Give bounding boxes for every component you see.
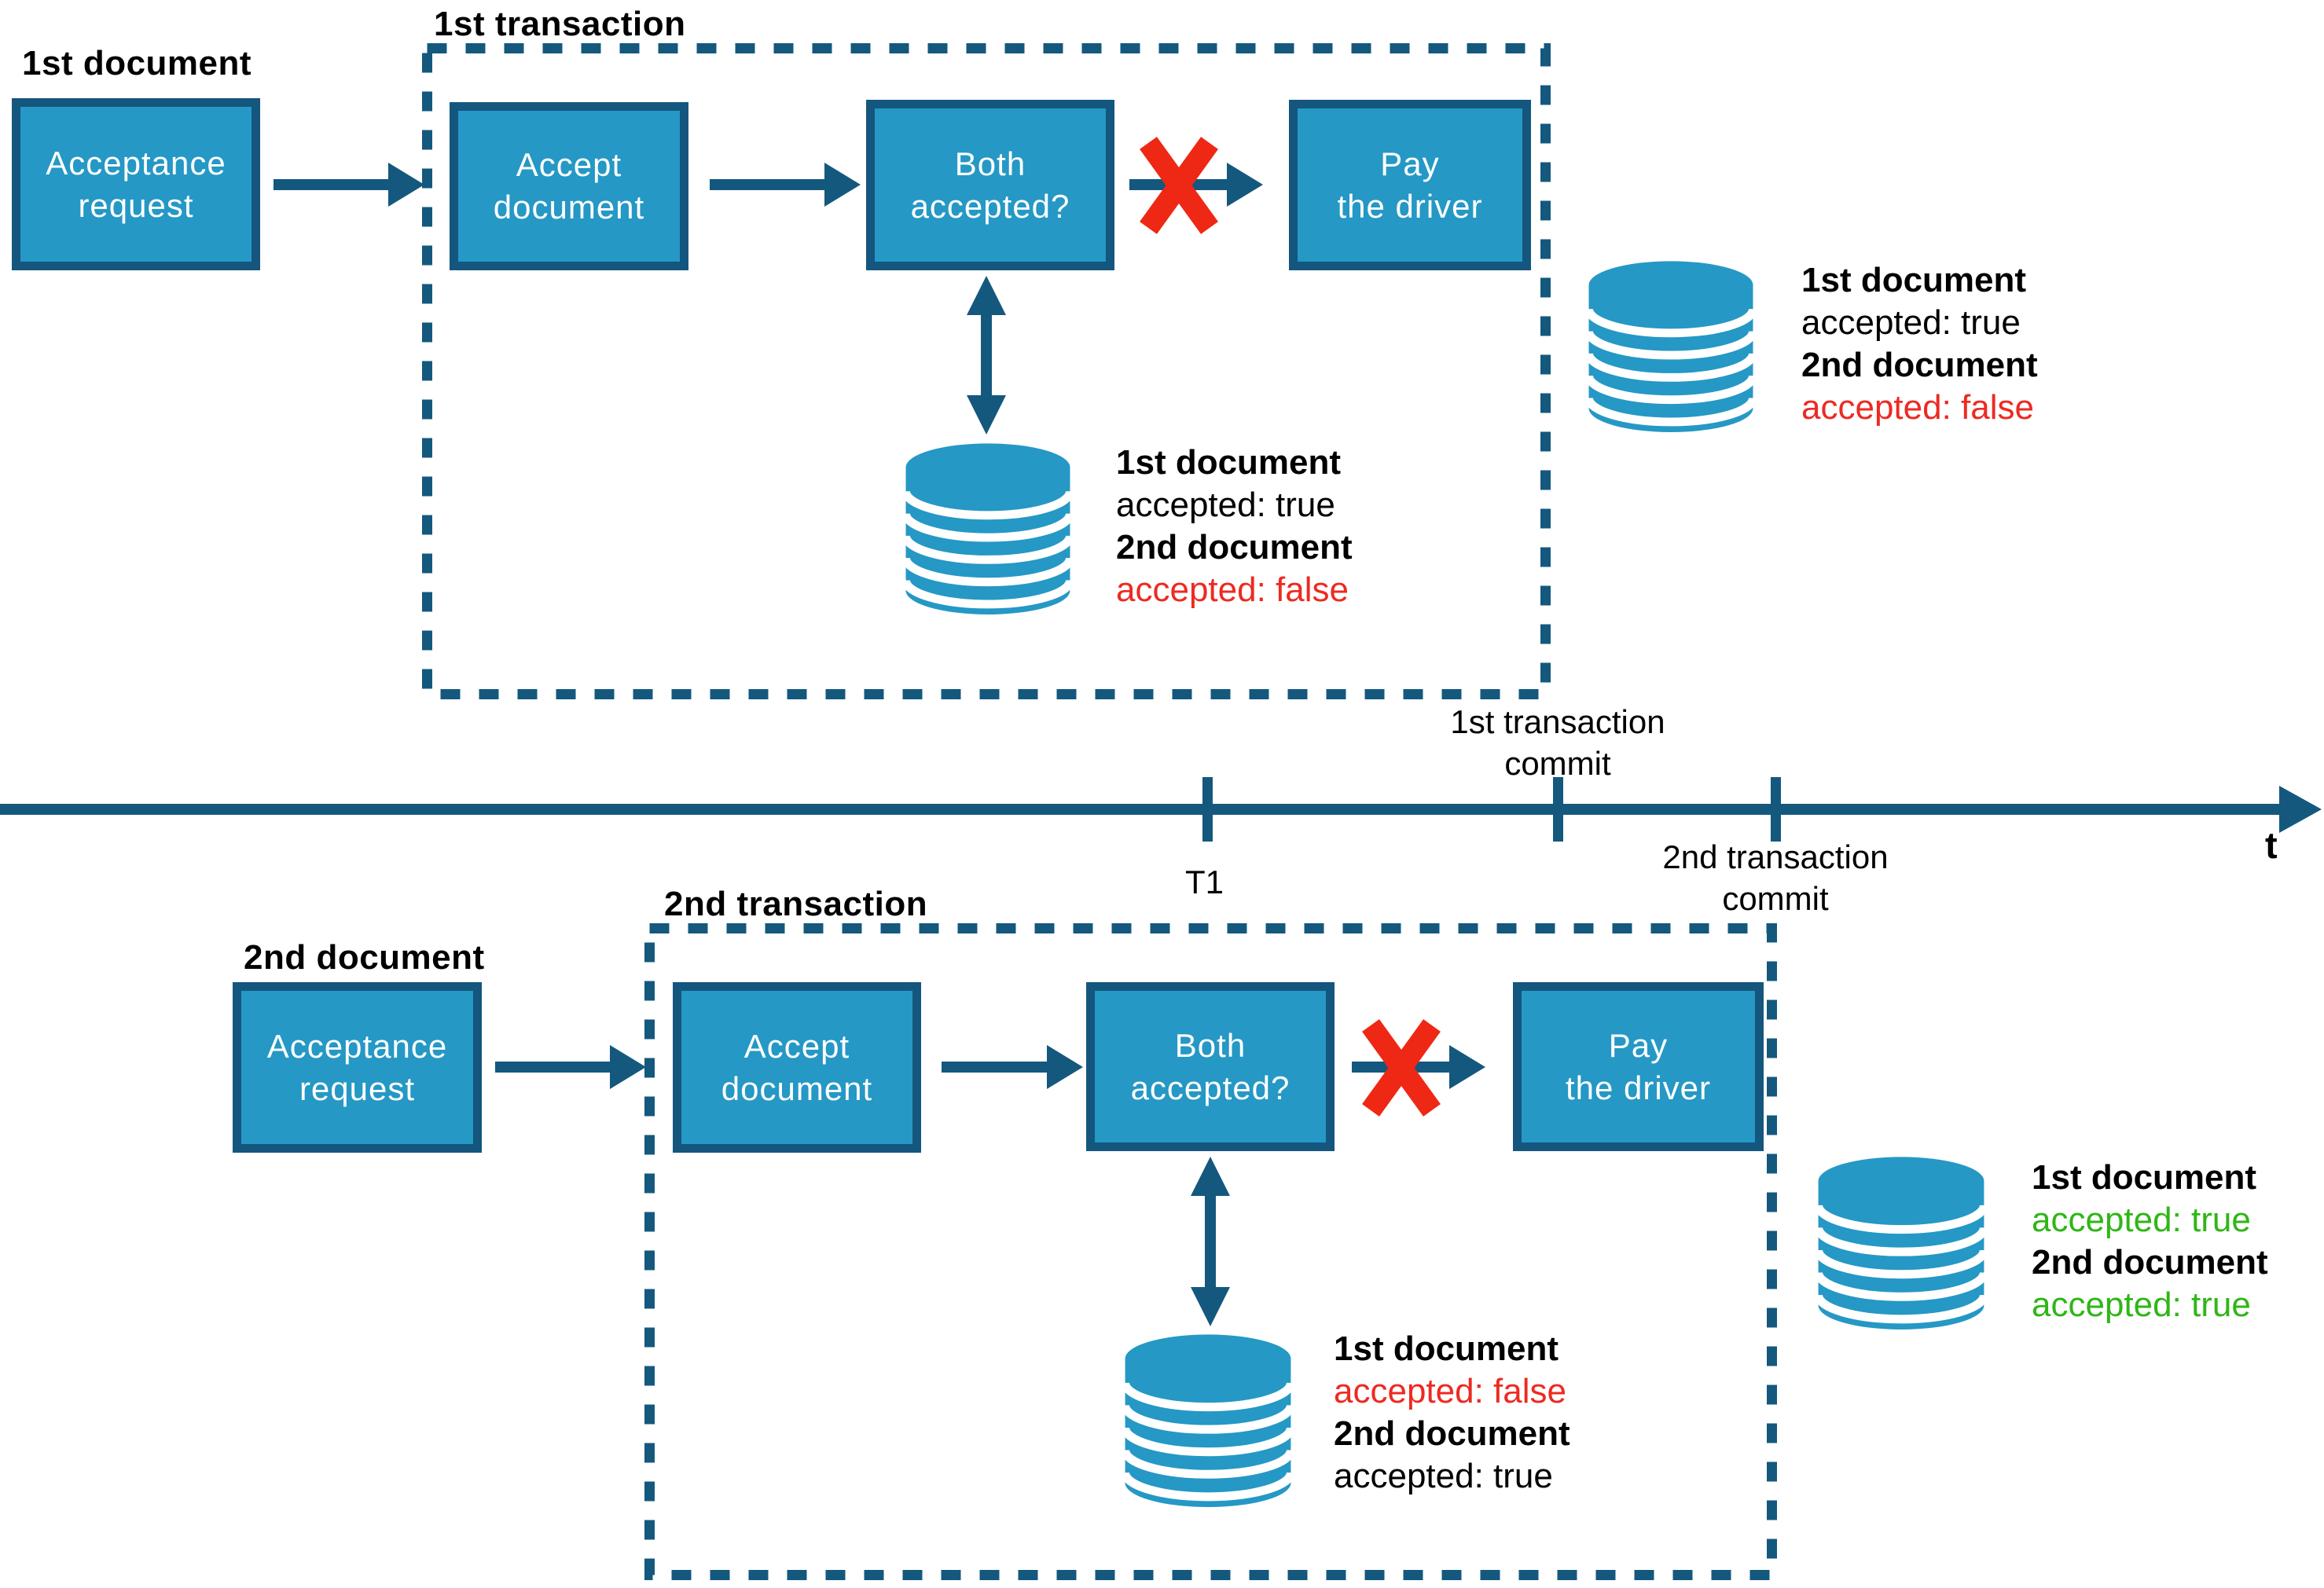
arrow-right-icon <box>710 163 861 207</box>
first-transaction-dashed-frame <box>422 43 1551 699</box>
timeline-tick-commit2 <box>1771 777 1781 842</box>
time-axis-label: t <box>2265 824 2278 866</box>
second-transaction-label: 2nd transaction <box>664 885 928 923</box>
db-state-annotation-after-tx2: 1st document accepted: true 2nd document… <box>2032 1158 2268 1324</box>
double-arrow-vertical-icon <box>967 276 1006 435</box>
red-cross-icon <box>1362 1019 1441 1117</box>
db-state-annotation-after-tx1: 1st document accepted: true 2nd document… <box>1801 261 2038 427</box>
arrow-right-icon <box>942 1045 1083 1089</box>
double-arrow-vertical-icon <box>1191 1157 1230 1326</box>
timeline-tick-commit1 <box>1553 777 1563 842</box>
arrow-right-icon <box>274 163 424 207</box>
red-cross-icon <box>1140 137 1218 234</box>
timeline-tick-t1 <box>1202 777 1213 842</box>
db-state-annotation-tx2: 1st document accepted: false 2nd documen… <box>1334 1329 1570 1495</box>
timeline-axis <box>0 804 2281 815</box>
database-icon <box>1814 1157 1988 1329</box>
db-state-annotation-tx1: 1st document accepted: true 2nd document… <box>1116 443 1353 609</box>
second-transaction-commit-label: 2nd transaction commit <box>1662 838 1889 917</box>
first-document-label: 1st document <box>22 44 252 83</box>
database-icon <box>1584 261 1757 432</box>
rejected-arrow-icon <box>1129 137 1263 234</box>
database-icon <box>901 443 1074 614</box>
first-transaction-commit-label: 1st transaction commit <box>1450 703 1665 782</box>
t1-label: T1 <box>1185 864 1224 900</box>
second-transaction-dashed-frame <box>644 923 1777 1580</box>
timeline-arrowhead-icon <box>2279 786 2322 833</box>
rejected-arrow-icon <box>1352 1019 1485 1117</box>
database-icon <box>1121 1334 1295 1507</box>
arrow-right-icon <box>495 1045 646 1089</box>
first-transaction-label: 1st transaction <box>434 5 686 43</box>
second-document-label: 2nd document <box>244 938 485 977</box>
